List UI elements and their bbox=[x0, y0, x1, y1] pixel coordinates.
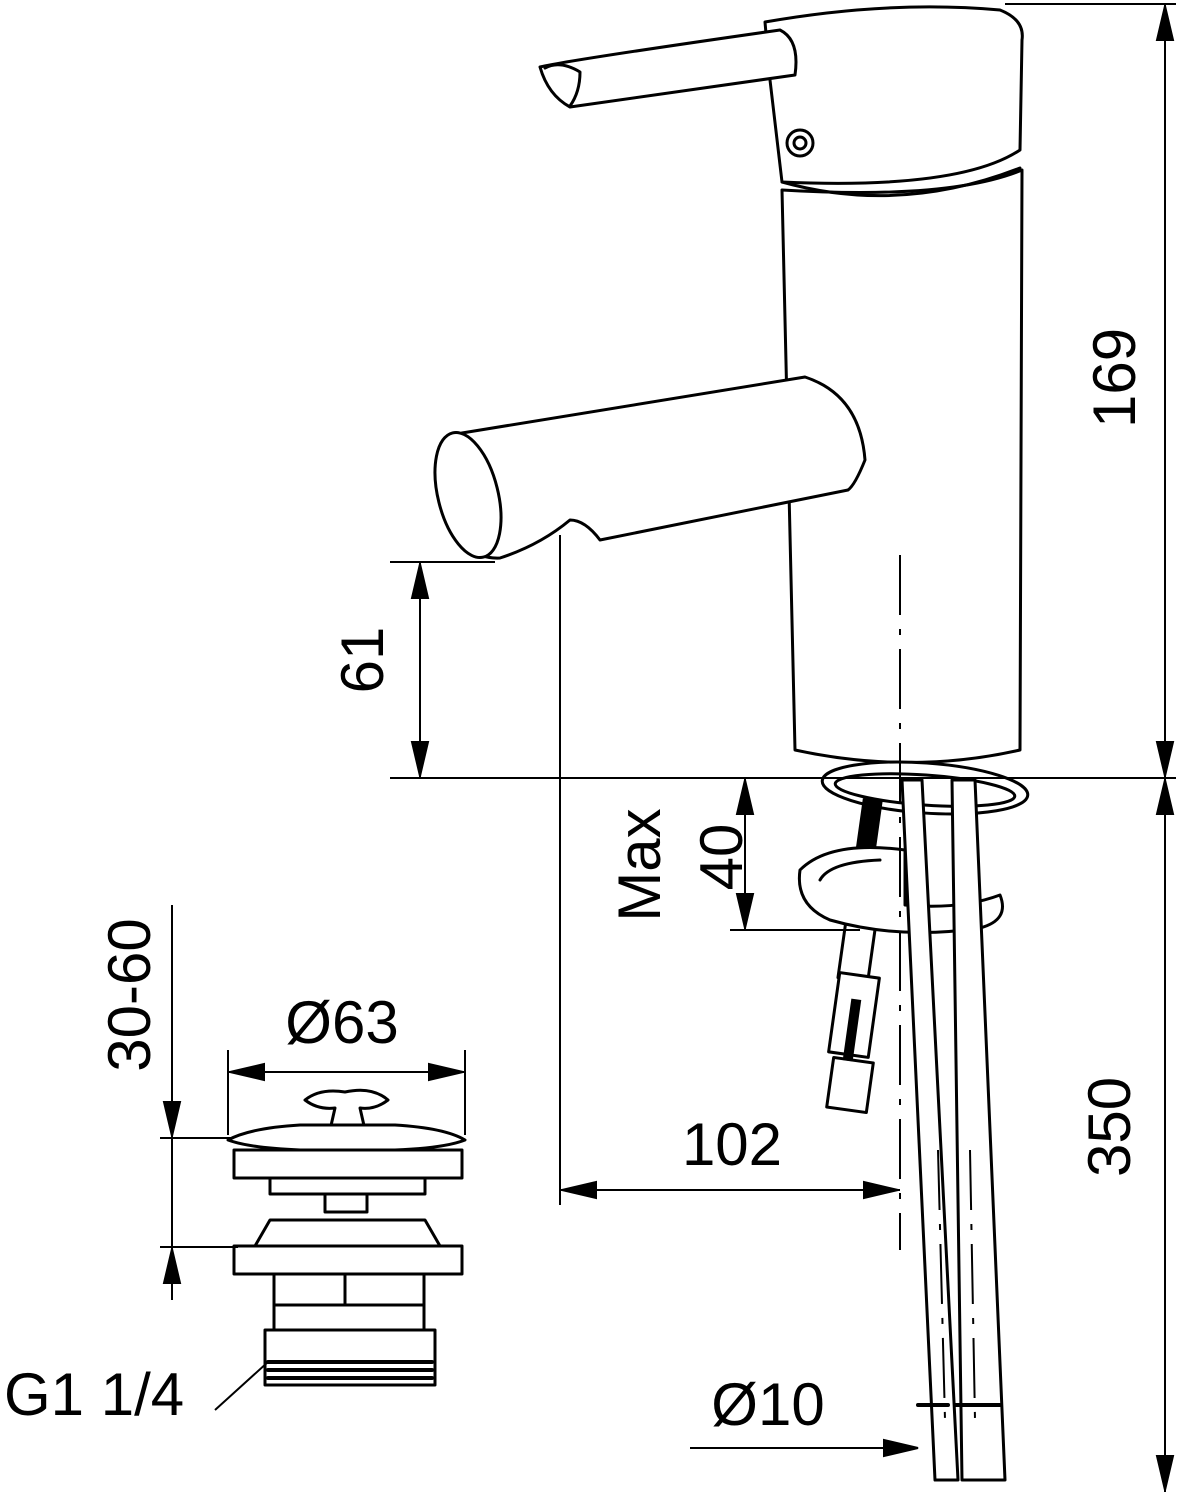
dim-max-thickness: 40 bbox=[688, 824, 755, 891]
dim-waste-diameter: Ø63 bbox=[285, 989, 398, 1056]
lever-cap bbox=[763, 5, 1024, 185]
dim-waste-thread: G1 1/4 bbox=[4, 1361, 184, 1428]
dim-total-height: 169 bbox=[1081, 328, 1148, 428]
lever-screw-icon bbox=[785, 128, 815, 158]
faucet-body bbox=[780, 168, 1024, 764]
lever-handle bbox=[538, 28, 798, 109]
dim-projection: 102 bbox=[682, 1111, 782, 1178]
spout-outlet bbox=[433, 430, 503, 560]
dim-hose-length: 350 bbox=[1076, 1077, 1143, 1177]
dim-hose-diameter: Ø10 bbox=[711, 1371, 824, 1438]
waste-valve bbox=[226, 1088, 467, 1387]
faucet bbox=[433, 5, 1030, 1482]
dim-spout-height: 61 bbox=[329, 627, 396, 694]
dim-waste-range: 30-60 bbox=[96, 918, 163, 1071]
supply-hoses bbox=[900, 778, 1007, 1482]
dim-max-label: Max bbox=[606, 808, 673, 921]
dimension-lines bbox=[160, 3, 1176, 1492]
